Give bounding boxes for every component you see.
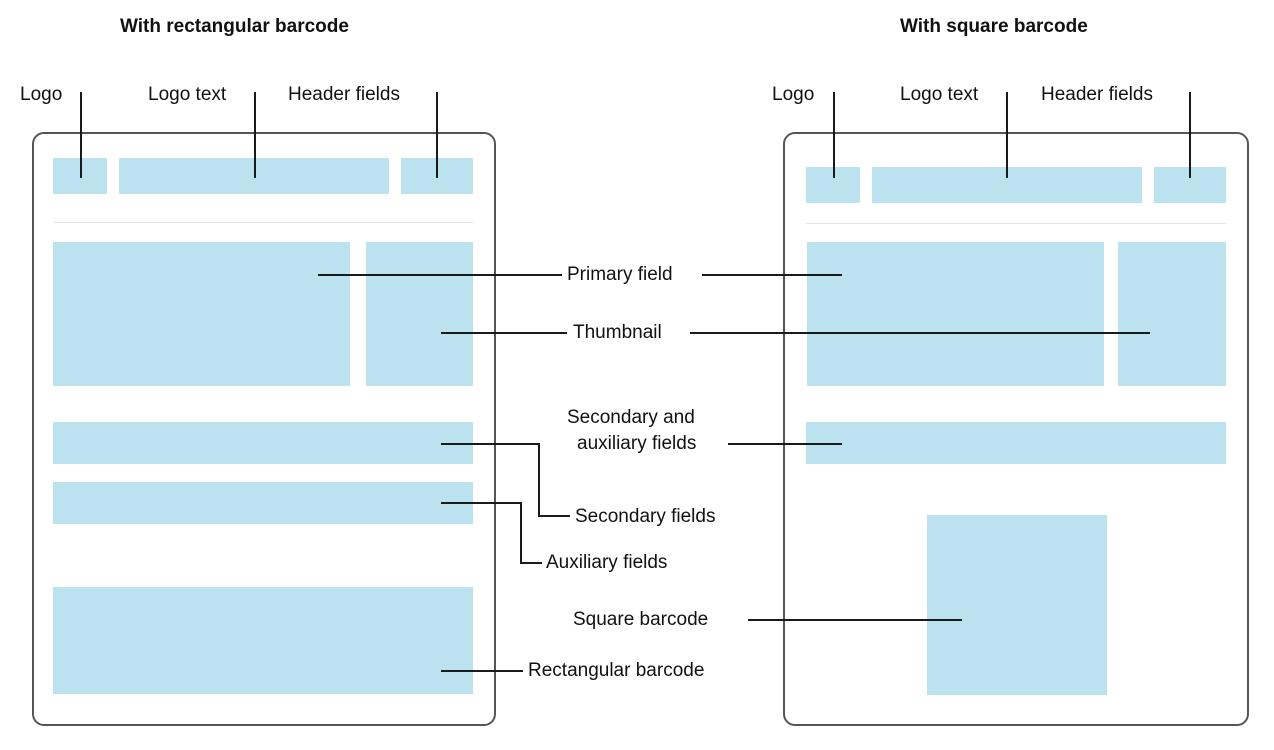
right-square-barcode-box xyxy=(927,515,1107,695)
secondary-auxiliary-label-line2: auxiliary fields xyxy=(577,433,697,454)
secondary-auxiliary-leader xyxy=(728,443,842,445)
left-primary-field-box xyxy=(53,242,350,386)
thumbnail-leader-right xyxy=(690,332,1150,334)
left-logo-label: Logo xyxy=(20,84,63,105)
right-header-fields-label: Header fields xyxy=(1041,84,1153,105)
left-header-fields-leader xyxy=(436,92,438,178)
right-thumbnail-box xyxy=(1118,242,1226,386)
secondary-fields-leader-h1 xyxy=(441,443,539,445)
secondary-fields-leader-v xyxy=(538,443,540,517)
right-primary-field-box xyxy=(807,242,1104,386)
left-logo-leader xyxy=(80,92,82,178)
rectangular-barcode-label: Rectangular barcode xyxy=(528,660,705,681)
thumbnail-leader-left xyxy=(441,332,567,334)
primary-field-leader-right xyxy=(702,274,842,276)
auxiliary-fields-label: Auxiliary fields xyxy=(546,552,668,573)
left-auxiliary-fields-box xyxy=(53,482,473,524)
left-logo-text-leader xyxy=(254,92,256,178)
thumbnail-label: Thumbnail xyxy=(573,322,662,343)
square-barcode-leader xyxy=(748,619,962,621)
left-header-fields-label: Header fields xyxy=(288,84,400,105)
secondary-fields-label: Secondary fields xyxy=(575,506,716,527)
primary-field-label: Primary field xyxy=(567,264,673,285)
square-barcode-label: Square barcode xyxy=(573,609,709,630)
rectangular-barcode-leader xyxy=(441,670,523,672)
secondary-fields-leader-h2 xyxy=(538,515,570,517)
auxiliary-fields-leader-h1 xyxy=(441,502,521,504)
right-logo-label: Logo xyxy=(772,84,815,105)
right-header-fields-leader xyxy=(1189,92,1191,178)
auxiliary-fields-leader-v xyxy=(520,502,522,564)
right-diagram-title: With square barcode xyxy=(900,16,1088,37)
left-rectangular-barcode-box xyxy=(53,587,473,694)
secondary-auxiliary-label-line1: Secondary and xyxy=(567,407,695,428)
left-thumbnail-box xyxy=(366,242,473,386)
primary-field-leader-left xyxy=(318,274,562,276)
left-header-separator xyxy=(53,222,473,223)
right-header-separator xyxy=(806,223,1226,224)
right-logo-leader xyxy=(833,92,835,178)
left-logo-text-label: Logo text xyxy=(148,84,227,105)
right-logo-text-label: Logo text xyxy=(900,84,979,105)
left-secondary-fields-box xyxy=(53,422,473,464)
right-secondary-auxiliary-box xyxy=(806,422,1226,464)
left-diagram-title: With rectangular barcode xyxy=(120,16,349,37)
right-logo-text-leader xyxy=(1006,92,1008,178)
auxiliary-fields-leader-h2 xyxy=(520,562,542,564)
